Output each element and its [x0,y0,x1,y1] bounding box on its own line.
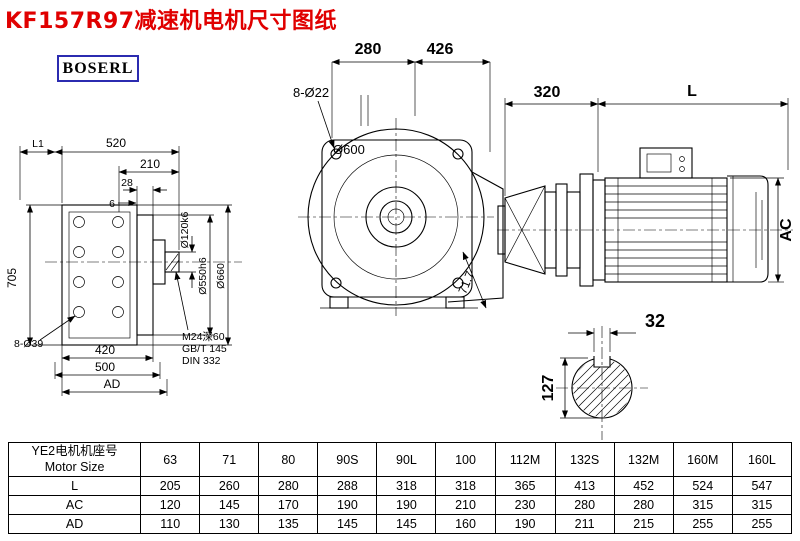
dim-6-label: 6 [109,198,115,210]
col-header: 132M [613,442,674,477]
col-header: 80 [258,442,319,477]
flange-dia-label: Ø600 [333,142,365,157]
cell: 120 [140,495,201,515]
dim-500-label: 500 [95,360,115,374]
cell: 318 [435,476,496,496]
shaft-dia-label: Ø120k6 [179,211,191,248]
motor-dimension-table: YE2电机机座号 Motor Size 63 71 80 90S 90L 100… [7,442,793,534]
spigot-dia-label: Ø550h6 [197,257,209,295]
cell: 452 [613,476,674,496]
standard-din-label: DIN 332 [182,355,221,367]
cell: 110 [140,514,201,534]
cell: 280 [613,495,674,515]
dim-426-label: 426 [427,41,454,58]
col-header: 63 [140,442,201,477]
cell: 211 [554,514,615,534]
cell: 215 [613,514,674,534]
cell: 280 [258,476,319,496]
cell: 205 [140,476,201,496]
cell: 130 [199,514,260,534]
tap-note-label: M24深60 [182,331,225,343]
motor-size-header-cn: YE2电机机座号 [31,443,118,458]
motor-size-header: YE2电机机座号 Motor Size [7,442,142,477]
angle-dim-label: 71.7 [455,269,477,296]
dim-28-label: 28 [121,177,133,189]
dim-420-label: 420 [95,343,115,357]
row-label: AC [7,495,142,515]
cell: 160 [435,514,496,534]
side-view: L1 520 210 28 6 705 [5,136,242,396]
side-view-housing [45,204,242,346]
dim-520-label: 520 [106,136,126,150]
cell: 315 [672,495,733,515]
cell: 255 [731,514,793,534]
table-header-row: YE2电机机座号 Motor Size 63 71 80 90S 90L 100… [7,442,793,477]
col-header: 160L [731,442,793,477]
cell: 315 [731,495,793,515]
front-view: 280 426 8-Ø22 Ø600 71.7 [293,41,504,316]
row-label: L [7,476,142,496]
dim-AC-label: AC [778,218,795,242]
cell: 190 [376,495,437,515]
motor-view-dimensions: 320 L AC [504,83,795,283]
dim-320-label: 320 [534,84,561,101]
motor-view: 320 L AC [497,83,795,287]
cell: 190 [317,495,378,515]
cell: 318 [376,476,437,496]
cell: 190 [494,514,556,534]
col-header: 132S [554,442,615,477]
shaft-section-dimensions: 32 127 [540,311,665,419]
cell: 280 [554,495,615,515]
dim-32-label: 32 [645,311,665,331]
row-label: AD [7,514,142,534]
holes-8d39-label: 8-Ø39 [14,338,43,350]
technical-drawing: L1 520 210 28 6 705 [5,41,795,440]
page-title: KF157R97减速机电机尺寸图纸 [5,9,338,34]
cell: 288 [317,476,378,496]
col-header: 112M [494,442,556,477]
side-view-dimensions: L1 520 210 28 6 705 [5,136,232,396]
dim-127-label: 127 [540,375,557,402]
cell: 255 [672,514,733,534]
cell: 547 [731,476,793,496]
dim-L-label: L [687,83,697,100]
cell: 230 [494,495,556,515]
col-header: 160M [672,442,733,477]
dim-l1-label: L1 [32,138,44,150]
dim-ad-label: AD [104,377,121,391]
cell: 145 [376,514,437,534]
shaft-section: 32 127 [540,311,665,440]
logo-text: BOSERL [62,59,134,77]
dim-210-label: 210 [140,157,160,171]
cell: 413 [554,476,615,496]
cell: 145 [317,514,378,534]
motor-size-header-en: Motor Size [44,459,105,474]
boserl-logo: BOSERL [57,55,139,82]
cell: 135 [258,514,319,534]
cell: 170 [258,495,319,515]
table-row-L: L 205 260 280 288 318 318 365 413 452 52… [7,476,793,496]
cell: 210 [435,495,496,515]
dim-280-label: 280 [355,41,382,58]
cell: 145 [199,495,260,515]
table-row-AC: AC 120 145 170 190 190 210 230 280 280 3… [7,495,793,515]
col-header: 90L [376,442,437,477]
standard-gb-label: GB/T 145 [182,343,227,355]
cell: 524 [672,476,733,496]
cell: 365 [494,476,556,496]
front-view-geometry [298,118,504,316]
front-view-dimensions: 280 426 8-Ø22 Ø600 71.7 [293,41,491,309]
col-header: 71 [199,442,260,477]
motor-view-geometry [497,147,793,287]
flange-outer-dia-label: Ø660 [215,263,227,289]
col-header: 100 [435,442,496,477]
cell: 260 [199,476,260,496]
holes-8d22-label: 8-Ø22 [293,85,329,100]
table-row-AD: AD 110 130 135 145 145 160 190 211 215 2… [7,514,793,534]
dim-705-label: 705 [5,268,19,288]
col-header: 90S [317,442,378,477]
